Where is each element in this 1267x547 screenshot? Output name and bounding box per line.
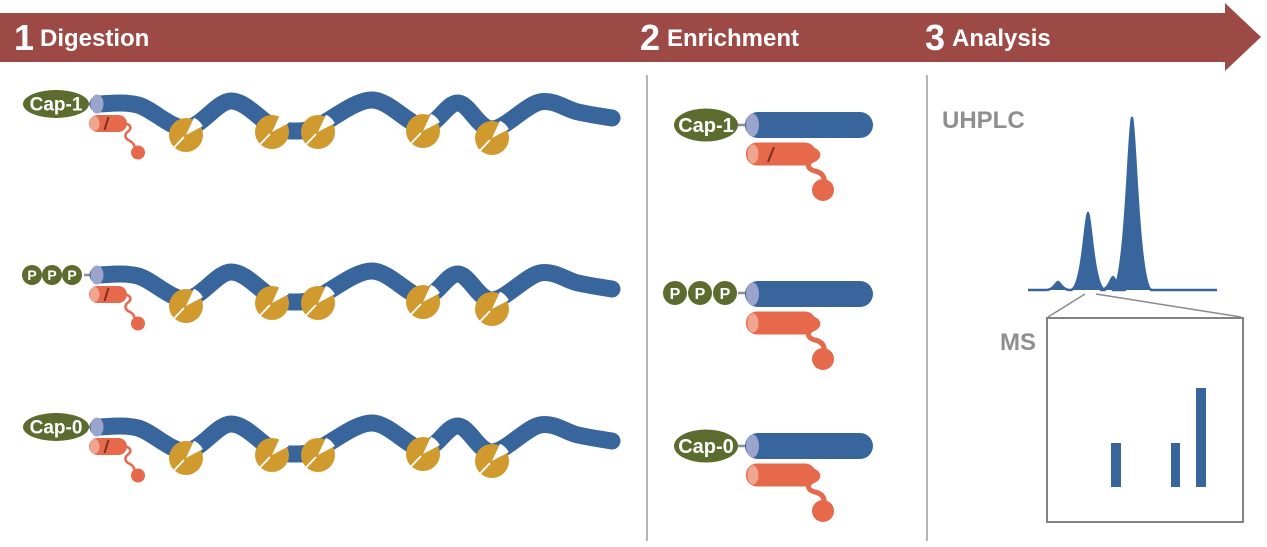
captured-rna-bar: [745, 433, 873, 459]
zoom-callout-line: [1095, 293, 1242, 318]
digestion-section: Cap-1 P P P Cap-0: [22, 90, 621, 484]
phosphate-label: P: [47, 267, 56, 283]
capture-probe: [746, 143, 834, 202]
ms-spectrum-box: [1046, 317, 1244, 523]
enrichment-item-ppp: P P P: [663, 281, 873, 370]
phosphate-label: P: [695, 286, 706, 303]
cap0-badge: [674, 429, 738, 463]
probe-fragment: [87, 436, 147, 484]
phosphate-badge: [688, 281, 712, 305]
captured-rna-bar: [745, 281, 873, 307]
capture-probe: [746, 312, 834, 371]
phosphate-label: P: [670, 286, 681, 303]
enzyme-pacman-icon: [254, 436, 290, 473]
ms-spectrum-bars: [1111, 388, 1206, 487]
banner-band: [0, 13, 1225, 62]
phosphate-label: P: [720, 286, 731, 303]
captured-rna-bar: [745, 112, 873, 138]
phosphate-badge: [713, 281, 737, 305]
cap1-badge-label: Cap-1: [678, 115, 734, 137]
enrichment-section: Cap-1 P P P Cap-0: [663, 108, 873, 523]
phosphate-label: P: [27, 267, 36, 283]
rna-end-cap: [90, 94, 104, 114]
enzyme-pacman-icon: [168, 439, 204, 476]
cap0-badge-label: Cap-0: [30, 418, 83, 439]
step-3-number: 3: [925, 17, 945, 58]
enzyme-pacman-icon: [300, 284, 336, 321]
cap0-badge-label: Cap-0: [678, 436, 734, 458]
enzyme-pacman-icon: [405, 435, 441, 472]
cap0-badge: [23, 413, 89, 441]
phosphate-label: P: [67, 267, 76, 283]
ms-label: MS: [1000, 329, 1036, 356]
digestion-row-cap0: Cap-0: [23, 413, 621, 484]
analysis-section: UHPLC MS: [942, 107, 1244, 523]
capture-probe: [746, 464, 834, 523]
step-3-label: Analysis: [952, 25, 1051, 52]
phosphate-badge: [22, 265, 42, 285]
enzyme-pacman-icon: [300, 436, 336, 473]
ms-peak-bar: [1196, 388, 1206, 487]
enzyme-pacman-icon: [474, 442, 510, 479]
banner: 1 Digestion 2 Enrichment 3 Analysis: [0, 3, 1261, 71]
digestion-row-ppp: P P P: [22, 262, 621, 332]
step-2-number: 2: [640, 17, 660, 58]
enzyme-pacman-icon: [405, 283, 441, 320]
cap1-badge: [23, 90, 89, 118]
digestion-row-cap1: Cap-1: [23, 90, 621, 161]
zoom-callout-line: [1047, 293, 1086, 318]
enzyme-pacman-icon: [168, 287, 204, 324]
enzyme-pacman-icon: [254, 113, 290, 150]
enzyme-pacman-icon: [474, 290, 510, 327]
ms-peak-bar: [1111, 443, 1121, 487]
ms-peak-bar: [1171, 443, 1180, 487]
step-1-number: 1: [14, 17, 34, 58]
probe-fragment: [87, 284, 147, 332]
step-1-label: Digestion: [40, 25, 149, 52]
probe-fragment: [87, 113, 147, 161]
uhplc-label: UHPLC: [942, 107, 1025, 134]
enzyme-pacman-icon: [300, 113, 336, 150]
cap1-badge-label: Cap-1: [30, 95, 83, 116]
rna-end-cap: [90, 417, 104, 437]
enzyme-pacman-icon: [168, 116, 204, 153]
cap1-badge: [674, 108, 738, 142]
banner-arrowhead-icon: [1225, 3, 1261, 71]
enrichment-item-cap0: Cap-0: [674, 429, 873, 523]
enrichment-item-cap1: Cap-1: [674, 108, 873, 202]
phosphate-badge: [663, 281, 687, 305]
phosphate-badge: [62, 265, 82, 285]
uhplc-chromatogram: [1028, 116, 1217, 292]
enzyme-pacman-icon: [474, 119, 510, 156]
step-2-label: Enrichment: [667, 25, 799, 52]
rna-end-cap: [90, 265, 104, 285]
phosphate-badge: [42, 265, 62, 285]
enzyme-pacman-icon: [405, 112, 441, 149]
probe-nick: [767, 146, 775, 163]
enzyme-pacman-icon: [254, 284, 290, 321]
